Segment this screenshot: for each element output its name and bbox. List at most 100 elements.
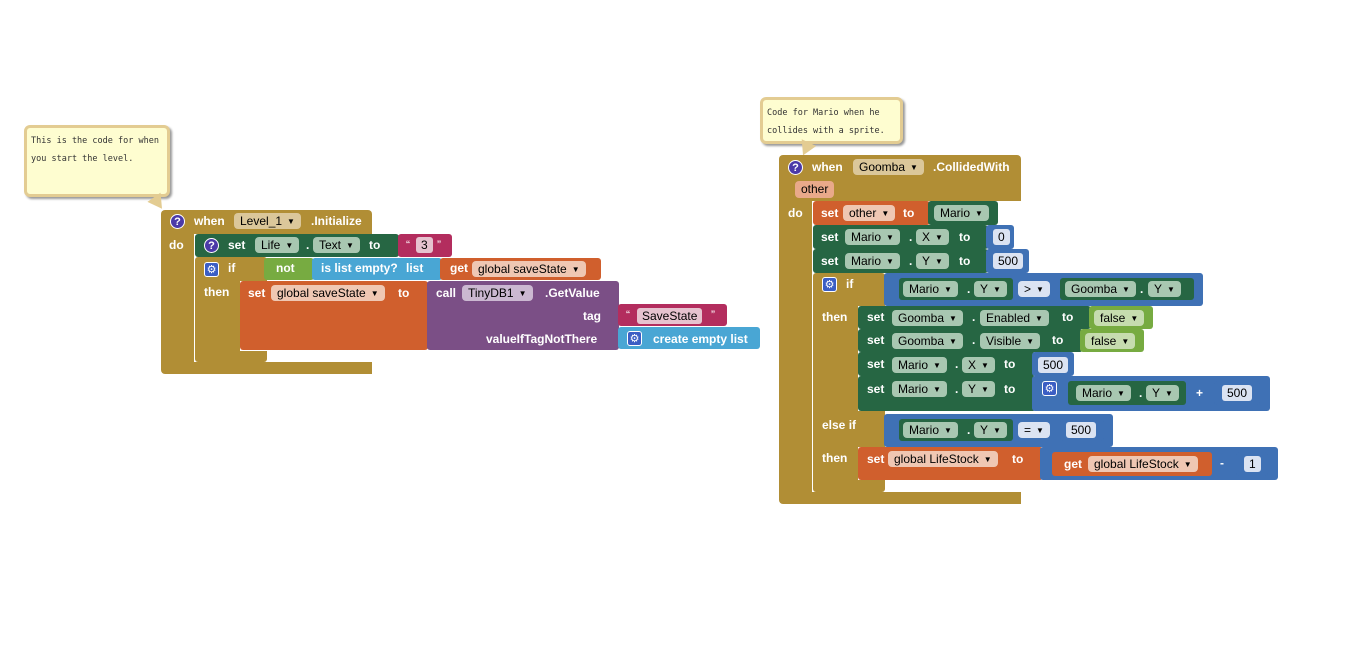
call-label: call [436, 286, 457, 300]
event-name: .Initialize [311, 214, 362, 228]
get-label: get [450, 261, 468, 275]
comment-mario-collide[interactable]: Code for Mario when he collides with a s… [760, 97, 903, 144]
number-value-500[interactable]: 500 [993, 253, 1024, 269]
property-dropdown-x[interactable]: X▼ [916, 229, 949, 245]
boolean-dropdown-false[interactable]: false▼ [1085, 333, 1136, 349]
property-dropdown-x[interactable]: X▼ [962, 357, 995, 373]
then-label: then [204, 285, 230, 299]
property-dropdown-y[interactable]: Y▼ [1148, 281, 1181, 297]
to-label: to [398, 286, 410, 300]
quote-open: “ [406, 238, 410, 252]
comment-line: collides with a sprite. [767, 126, 885, 136]
not-block[interactable] [264, 258, 314, 280]
component-dropdown-mario[interactable]: Mario▼ [1076, 385, 1131, 401]
component-dropdown-tinydb[interactable]: TinyDB1▼ [462, 285, 533, 301]
property-dropdown-y[interactable]: Y▼ [916, 253, 949, 269]
component-dropdown-mario[interactable]: Mario▼ [903, 281, 958, 297]
number-value-500[interactable]: 500 [1066, 422, 1097, 438]
else-if-label: else if [822, 418, 857, 432]
do-label: do [788, 206, 803, 220]
dot-label: . [955, 382, 959, 396]
dot-label: . [972, 333, 976, 347]
variable-dropdown-savestate[interactable]: global saveState▼ [472, 261, 586, 277]
property-dropdown-y[interactable]: Y▼ [974, 422, 1007, 438]
string-value-savestate[interactable]: SaveState [637, 308, 703, 324]
create-empty-list-block[interactable] [618, 327, 760, 349]
property-dropdown-y[interactable]: Y▼ [962, 381, 995, 397]
if-label: if [846, 277, 854, 291]
property-dropdown-y[interactable]: Y▼ [974, 281, 1007, 297]
to-label: to [959, 254, 971, 268]
property-dropdown-text[interactable]: Text▼ [313, 237, 360, 253]
number-value-1[interactable]: 1 [1244, 456, 1261, 472]
event-param-other[interactable]: other [795, 181, 835, 198]
plus-operator: + [1196, 386, 1204, 400]
property-dropdown-y[interactable]: Y▼ [1146, 385, 1179, 401]
component-dropdown-level1[interactable]: Level_1▼ [234, 213, 301, 229]
mutator-gear-icon[interactable]: ⚙ [627, 331, 642, 346]
tag-label: tag [583, 309, 601, 323]
to-label: to [1004, 382, 1016, 396]
to-label: to [1052, 333, 1064, 347]
set-mario-x-block[interactable] [813, 225, 988, 249]
help-icon[interactable]: ? [204, 238, 219, 253]
string-value-3[interactable]: 3 [416, 237, 433, 253]
set-mario-y-block[interactable] [858, 376, 1036, 411]
component-dropdown-goomba[interactable]: Goomba▼ [1065, 281, 1136, 297]
operator-dropdown-eq[interactable]: =▼ [1018, 422, 1050, 438]
set-mario-y-block[interactable] [813, 249, 988, 273]
component-dropdown-mario[interactable]: Mario▼ [903, 422, 958, 438]
component-dropdown-goomba[interactable]: Goomba▼ [892, 310, 963, 326]
set-label: set [248, 286, 266, 300]
comment-level-init[interactable]: This is the code for when you start the … [24, 125, 170, 197]
mutator-gear-icon[interactable]: ⚙ [204, 262, 219, 277]
dot-label: . [1140, 282, 1144, 296]
mutator-gear-icon[interactable]: ⚙ [822, 277, 837, 292]
component-dropdown-mario[interactable]: Mario▼ [892, 357, 947, 373]
list-label: list [406, 261, 424, 275]
dot-label: . [967, 282, 971, 296]
create-list-label: create empty list [653, 332, 748, 346]
to-label: to [903, 206, 915, 220]
component-dropdown-life[interactable]: Life▼ [255, 237, 300, 253]
component-dropdown-mario[interactable]: Mario▼ [845, 229, 900, 245]
set-label: set [867, 333, 885, 347]
then-label: then [822, 451, 848, 465]
boolean-dropdown-false[interactable]: false▼ [1094, 310, 1145, 326]
component-dropdown-goomba[interactable]: Goomba▼ [853, 159, 924, 175]
set-label: set [867, 452, 885, 466]
quote-open: “ [626, 308, 630, 322]
component-dropdown-goomba[interactable]: Goomba▼ [892, 333, 963, 349]
dot-label: . [909, 254, 913, 268]
variable-dropdown-other[interactable]: other▼ [843, 205, 896, 221]
number-value-0[interactable]: 0 [993, 229, 1010, 245]
set-mario-x-block[interactable] [858, 352, 1036, 376]
operator-dropdown-gt[interactable]: >▼ [1018, 281, 1050, 297]
event-name: .CollidedWith [933, 160, 1010, 174]
component-dropdown-mario[interactable]: Mario▼ [845, 253, 900, 269]
mutator-gear-icon[interactable]: ⚙ [1042, 381, 1057, 396]
if-label: if [228, 261, 236, 275]
set-label: set [867, 357, 885, 371]
number-value-500[interactable]: 500 [1038, 357, 1069, 373]
set-label: set [821, 230, 839, 244]
help-icon[interactable]: ? [788, 160, 803, 175]
variable-dropdown-lifestock[interactable]: global LifeStock▼ [888, 451, 998, 467]
variable-dropdown-savestate-set[interactable]: global saveState▼ [271, 285, 385, 301]
is-list-empty-block[interactable] [312, 258, 442, 280]
help-icon[interactable]: ? [170, 214, 185, 229]
when-label: when [812, 160, 843, 174]
do-label: do [169, 238, 184, 252]
component-dropdown-mario[interactable]: Mario▼ [892, 381, 947, 397]
set-label: set [821, 254, 839, 268]
value-if-label: valueIfTagNotThere [486, 332, 598, 346]
dot-label: . [967, 423, 971, 437]
variable-dropdown-lifestock[interactable]: global LifeStock▼ [1088, 456, 1198, 472]
set-label: set [228, 238, 246, 252]
property-dropdown-visible[interactable]: Visible▼ [980, 333, 1041, 349]
set-label: set [867, 382, 885, 396]
to-label: to [1004, 357, 1016, 371]
property-dropdown-enabled[interactable]: Enabled▼ [980, 310, 1049, 326]
number-value-500[interactable]: 500 [1222, 385, 1253, 401]
component-dropdown-mario[interactable]: Mario▼ [934, 205, 989, 221]
